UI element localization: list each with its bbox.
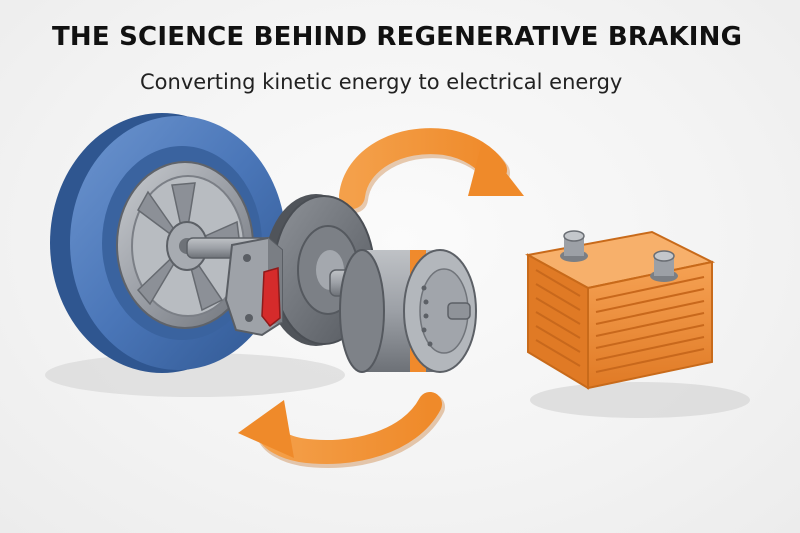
electric-motor bbox=[339, 249, 477, 373]
brake-caliper bbox=[224, 236, 283, 337]
battery bbox=[525, 230, 716, 390]
energy-flow-bottom-arrow bbox=[238, 392, 445, 468]
energy-flow-top-arrow bbox=[339, 128, 524, 213]
page-title: THE SCIENCE BEHIND REGENERATIVE BRAKING bbox=[52, 22, 743, 52]
caliper-red-pad bbox=[261, 267, 281, 328]
wheel-shadow bbox=[45, 353, 345, 397]
battery-terminal-right bbox=[650, 250, 678, 282]
battery-terminal-left bbox=[560, 230, 588, 262]
page-subtitle: Converting kinetic energy to electrical … bbox=[140, 70, 623, 94]
battery-shadow bbox=[530, 382, 750, 418]
